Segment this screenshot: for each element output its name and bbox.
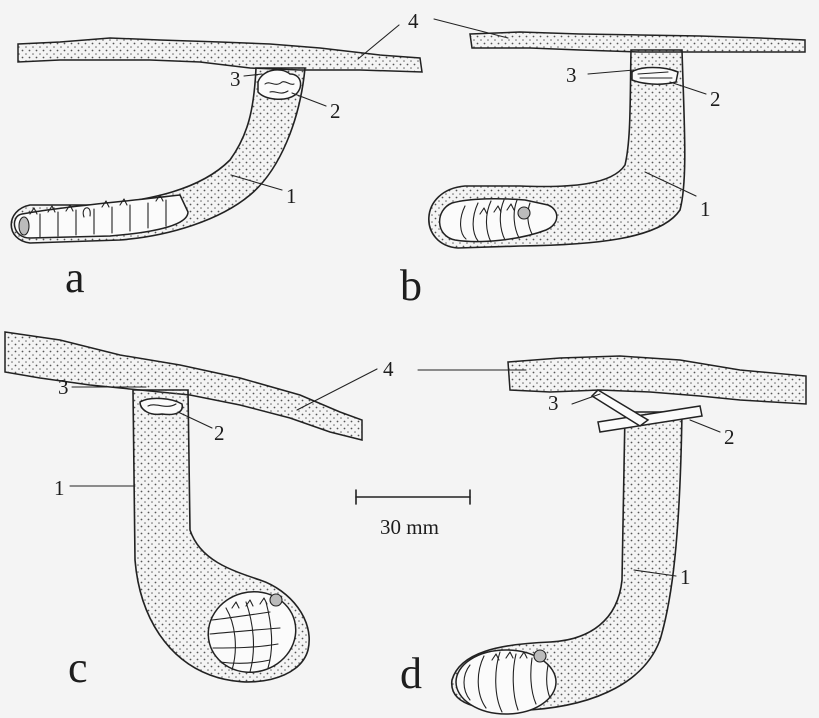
label-d-2: 2 (724, 425, 735, 449)
callout-line-b-3 (588, 70, 634, 74)
surface-stem-a (18, 38, 422, 72)
label-c-1: 1 (54, 476, 65, 500)
surface-stem-b (470, 32, 805, 52)
label-d-3: 3 (548, 391, 559, 415)
label-c-3: 3 (58, 375, 69, 399)
callout-line-a-4a (358, 25, 399, 59)
panel-letter-c: c (68, 643, 88, 692)
label-a-2: 2 (330, 99, 341, 123)
label-b-2: 2 (710, 87, 721, 111)
plug-a (258, 70, 301, 99)
label-b-3: 3 (566, 63, 577, 87)
callout-line-d-2 (690, 420, 720, 432)
panel-c: 4 3 2 1 c (5, 332, 394, 692)
label-c-2: 2 (214, 421, 225, 445)
plug-b (632, 68, 678, 85)
label-c-4: 4 (383, 357, 394, 381)
label-top-4: 4 (408, 9, 419, 33)
label-a-1: 1 (286, 184, 297, 208)
label-b-1: 1 (700, 197, 711, 221)
panel-d: 3 2 1 d (400, 356, 806, 714)
panel-a: 3 2 1 a (11, 25, 422, 302)
scale-bar-label: 30 mm (380, 515, 439, 539)
panel-letter-a: a (65, 253, 85, 302)
plug-c (140, 398, 182, 414)
callout-line-c-4 (297, 369, 377, 410)
panel-letter-d: d (400, 649, 422, 698)
label-a-3: 3 (230, 67, 241, 91)
panel-b: 3 2 1 b (400, 32, 805, 310)
scale-bar: 30 mm (356, 490, 470, 539)
label-d-1: 1 (680, 565, 691, 589)
panel-letter-b: b (400, 261, 422, 310)
